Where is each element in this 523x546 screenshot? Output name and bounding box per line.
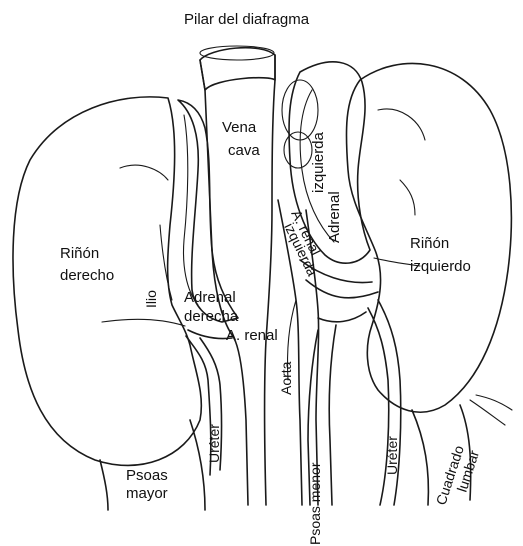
- label-psoas-menor: Psoas menor: [307, 462, 323, 545]
- label-ureter-izquierdo: Uréter: [384, 436, 400, 475]
- label-rinon-izquierdo-1: Riñón: [410, 235, 449, 252]
- label-a-renal: A. renal: [226, 327, 278, 344]
- label-rinon-derecho-1: Riñón: [60, 245, 99, 262]
- label-ilio: Ilio: [143, 290, 159, 308]
- label-rinon-derecho-2: derecho: [60, 267, 114, 284]
- label-vena-cava-2: cava: [228, 142, 260, 159]
- label-vena-cava-1: Vena: [222, 119, 257, 136]
- label-aorta: Aorta: [278, 361, 294, 395]
- label-adrenal-izquierda-1: Adrenal: [326, 191, 343, 243]
- label-adrenal-derecha-1: Adrenal: [184, 289, 236, 306]
- label-adrenal-derecha-2: derecha: [184, 308, 239, 325]
- label-adrenal-izquierda-2: izquierda: [310, 131, 327, 193]
- label-psoas-mayor-1: Psoas: [126, 467, 168, 484]
- label-ureter-derecho: Uréter: [206, 424, 222, 463]
- label-rinon-izquierdo-2: izquierdo: [410, 258, 471, 275]
- label-pilar: Pilar del diafragma: [184, 11, 310, 28]
- label-psoas-mayor-2: mayor: [126, 485, 168, 502]
